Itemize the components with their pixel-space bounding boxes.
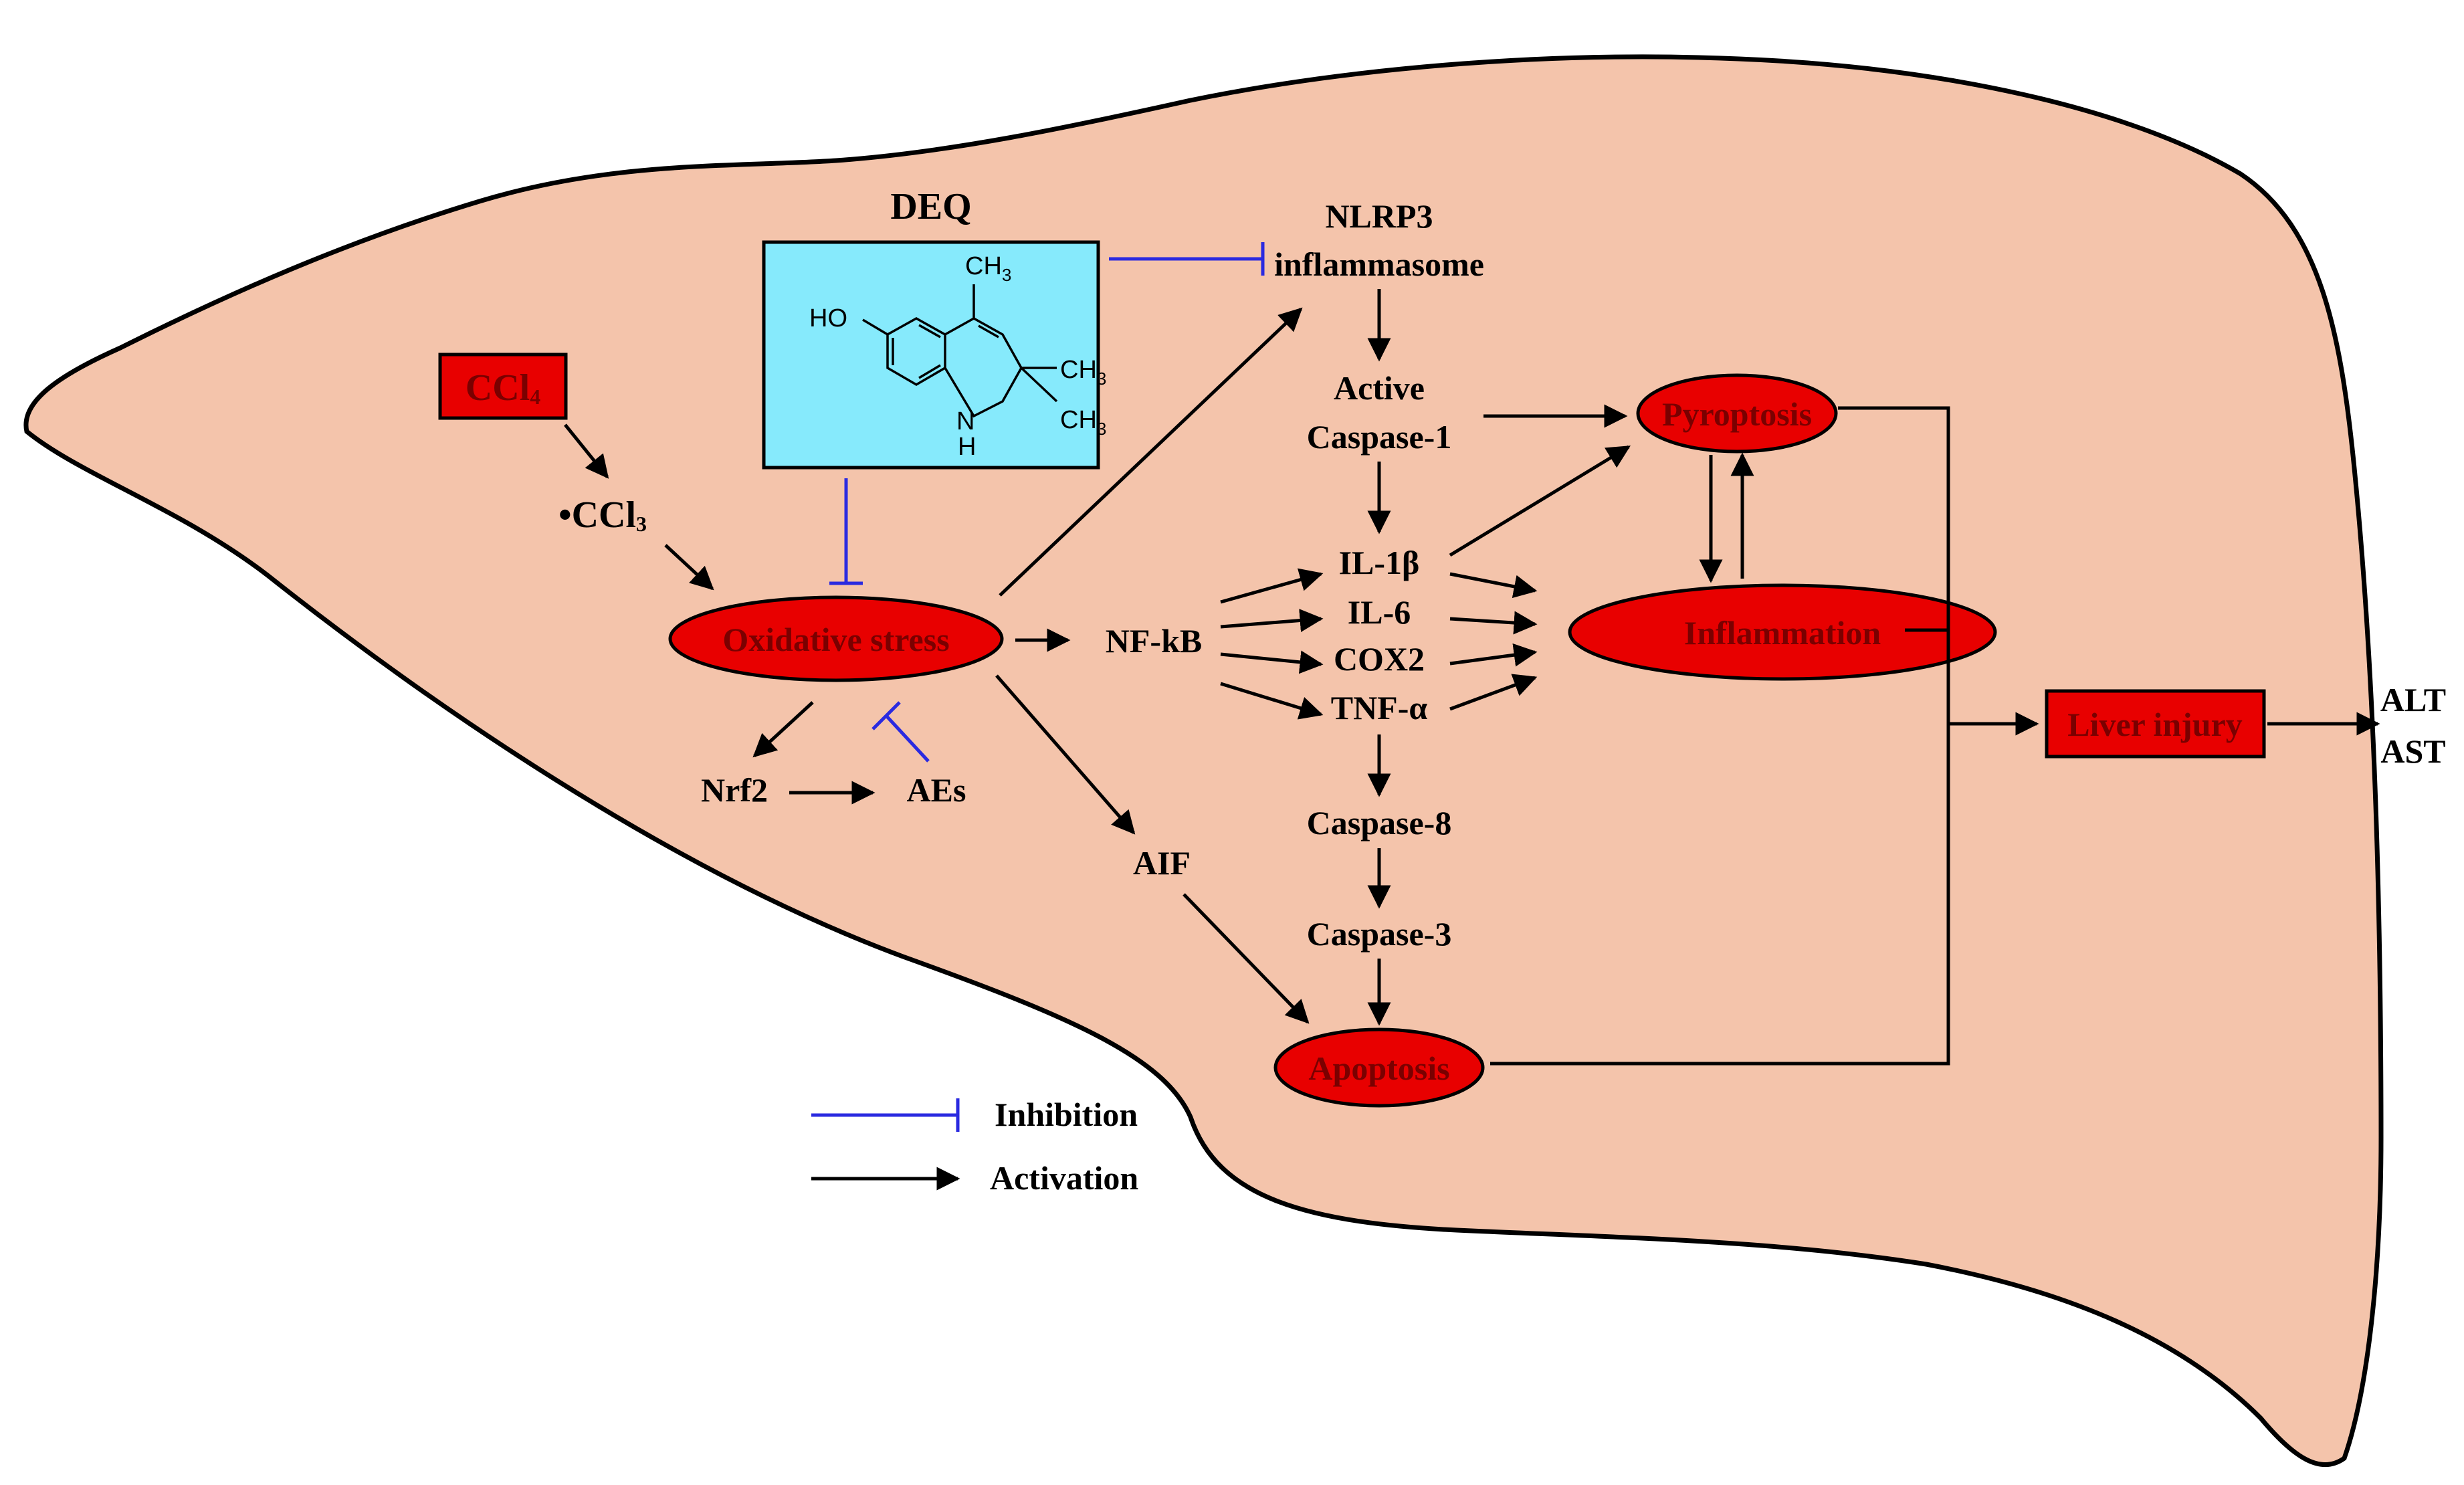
arrow-il1b-to-pyroptosis <box>1449 445 1631 557</box>
drug-structure-box <box>762 240 1100 470</box>
nlrp3-label-line1: NLRP3 <box>1325 197 1433 235</box>
liver-injury-box <box>2045 689 2266 759</box>
arrow-oxstress-to-aif <box>995 674 1136 835</box>
ccl4-label: CCl4 <box>466 367 540 409</box>
h-label: H <box>958 433 976 461</box>
liver-shape <box>23 54 2384 1468</box>
active-caspase1-line1: Active <box>1334 369 1425 407</box>
arrow-nfkb-to-tnfa <box>1220 682 1324 720</box>
aif-label: AIF <box>1133 844 1191 882</box>
aes-label: AEs <box>907 771 966 809</box>
deq-structure-drawing <box>862 284 1058 418</box>
drug-title: DEQ <box>890 186 971 227</box>
legend-inhibition-label: Inhibition <box>995 1096 1138 1133</box>
ast-label: AST <box>2380 732 2445 770</box>
caspase3-label: Caspase-3 <box>1307 915 1452 953</box>
arrow-il6-to-inflammation <box>1449 611 1538 635</box>
inhibit-aes-to-oxstress <box>885 714 930 763</box>
nlrp3-label-line2: inflammasome <box>1274 245 1484 283</box>
ccl4-box <box>438 353 568 420</box>
arrow-nfkb-to-il1b <box>1220 568 1324 604</box>
caspase8-label: Caspase-8 <box>1307 804 1452 842</box>
inhibition-lines <box>829 242 1265 763</box>
apoptosis-label: Apoptosis <box>1308 1050 1449 1087</box>
nfkb-label: NF-kB <box>1106 622 1202 660</box>
ch3-b-label: CH3 <box>1060 406 1106 439</box>
arrow-il1b-to-inflammation <box>1449 572 1538 599</box>
arrow-cox2-to-inflammation <box>1449 643 1538 667</box>
tnfa-label: TNF-α <box>1331 689 1428 726</box>
nrf2-label: Nrf2 <box>701 771 768 809</box>
inflammation-node <box>1568 583 1997 681</box>
ch3-top-label: CH3 <box>965 252 1011 285</box>
alt-label: ALT <box>2380 681 2446 718</box>
inflammation-label: Inflammation <box>1684 614 1881 652</box>
legend: Inhibition Activation <box>811 1096 1138 1197</box>
arrow-aif-to-apoptosis <box>1183 893 1310 1024</box>
ch3-a-label: CH3 <box>1060 356 1106 389</box>
legend-activation-label: Activation <box>990 1159 1138 1197</box>
active-caspase1-line2: Caspase-1 <box>1307 418 1452 456</box>
cox2-label: COX2 <box>1334 640 1425 678</box>
activation-arrows <box>564 289 2380 1026</box>
apoptosis-node <box>1273 1027 1485 1108</box>
arrow-tnfa-to-inflammation <box>1449 674 1538 711</box>
pyroptosis-label: Pyroptosis <box>1662 395 1812 433</box>
oxidative-stress-node <box>668 595 1004 682</box>
pyroptosis-node <box>1636 373 1838 454</box>
arrow-ccl3-to-oxstress <box>664 544 714 591</box>
il6-label: IL-6 <box>1348 593 1411 631</box>
oxidative-stress-label: Oxidative stress <box>722 621 949 658</box>
ccl3-radical-label: •CCl3 <box>558 494 647 536</box>
arrow-oxstress-to-nrf2 <box>752 701 814 758</box>
arrow-ccl4-to-ccl3 <box>564 423 609 479</box>
n-label: N <box>956 407 974 435</box>
il1b-label: IL-1β <box>1339 544 1420 581</box>
liver-injury-label: Liver injury <box>2067 706 2243 743</box>
merge-lines <box>1490 406 1950 1066</box>
ho-label: HO <box>809 304 847 332</box>
arrow-nfkb-to-cox2 <box>1220 650 1324 674</box>
arrow-nfkb-to-il6 <box>1220 609 1324 632</box>
arrow-oxstress-to-nlrp3 <box>999 307 1303 597</box>
